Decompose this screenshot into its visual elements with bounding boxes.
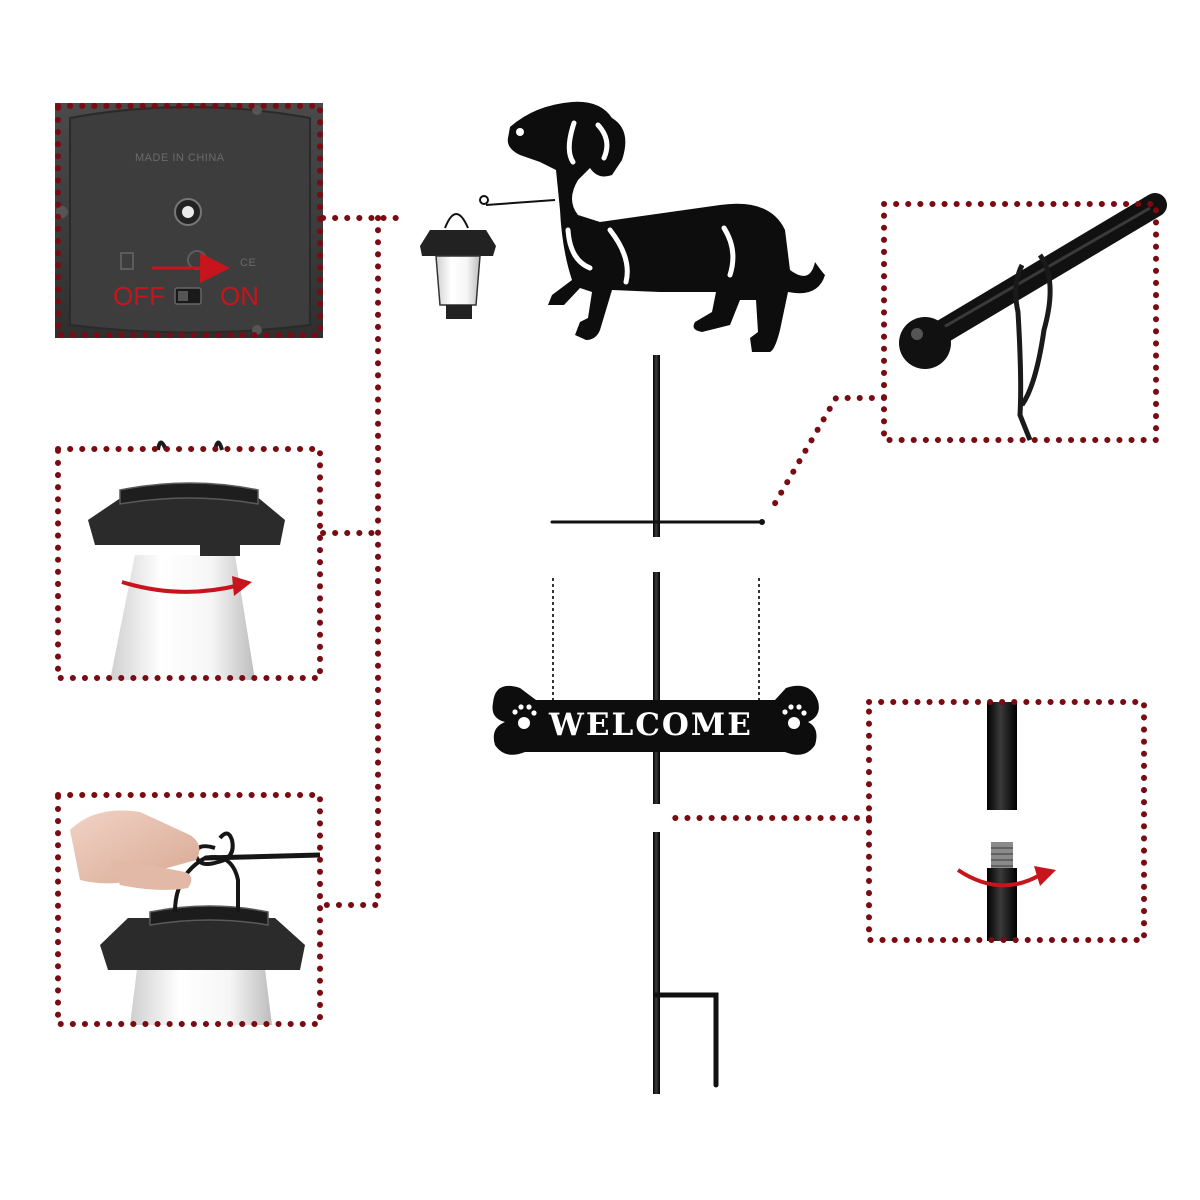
connector-left	[320, 215, 408, 908]
on-label: ON	[220, 281, 259, 311]
off-label: OFF	[113, 281, 165, 311]
lantern-twist-closeup	[55, 440, 323, 681]
switch-panel-closeup: MADE IN CHINA CE OFF ON	[55, 103, 323, 338]
welcome-text: WELCOME	[548, 707, 753, 743]
paw-icon	[512, 704, 537, 729]
top-pole-with-crossbar	[550, 355, 765, 537]
paw-icon	[782, 704, 807, 729]
lantern-hang-closeup	[55, 792, 323, 1027]
rotate-arrow-icon	[1034, 866, 1056, 886]
callout-frame-switch	[55, 103, 323, 338]
ce-mark: CE	[240, 257, 256, 269]
callout-frame-hook	[881, 201, 1159, 443]
small-lantern	[420, 213, 496, 319]
screw-joint-closeup	[866, 699, 1147, 943]
callout-frame-twist	[55, 446, 323, 681]
welcome-sign: WELCOME	[492, 572, 819, 804]
callout-frame-hang	[55, 792, 323, 1027]
connector-hook	[767, 395, 887, 515]
ground-stake	[653, 832, 719, 1094]
dog-silhouette	[479, 101, 825, 352]
made-in-text: MADE IN CHINA	[135, 152, 225, 164]
hand-image	[70, 810, 200, 884]
hook-closeup	[881, 193, 1167, 443]
rotate-arrow-icon	[232, 576, 252, 596]
